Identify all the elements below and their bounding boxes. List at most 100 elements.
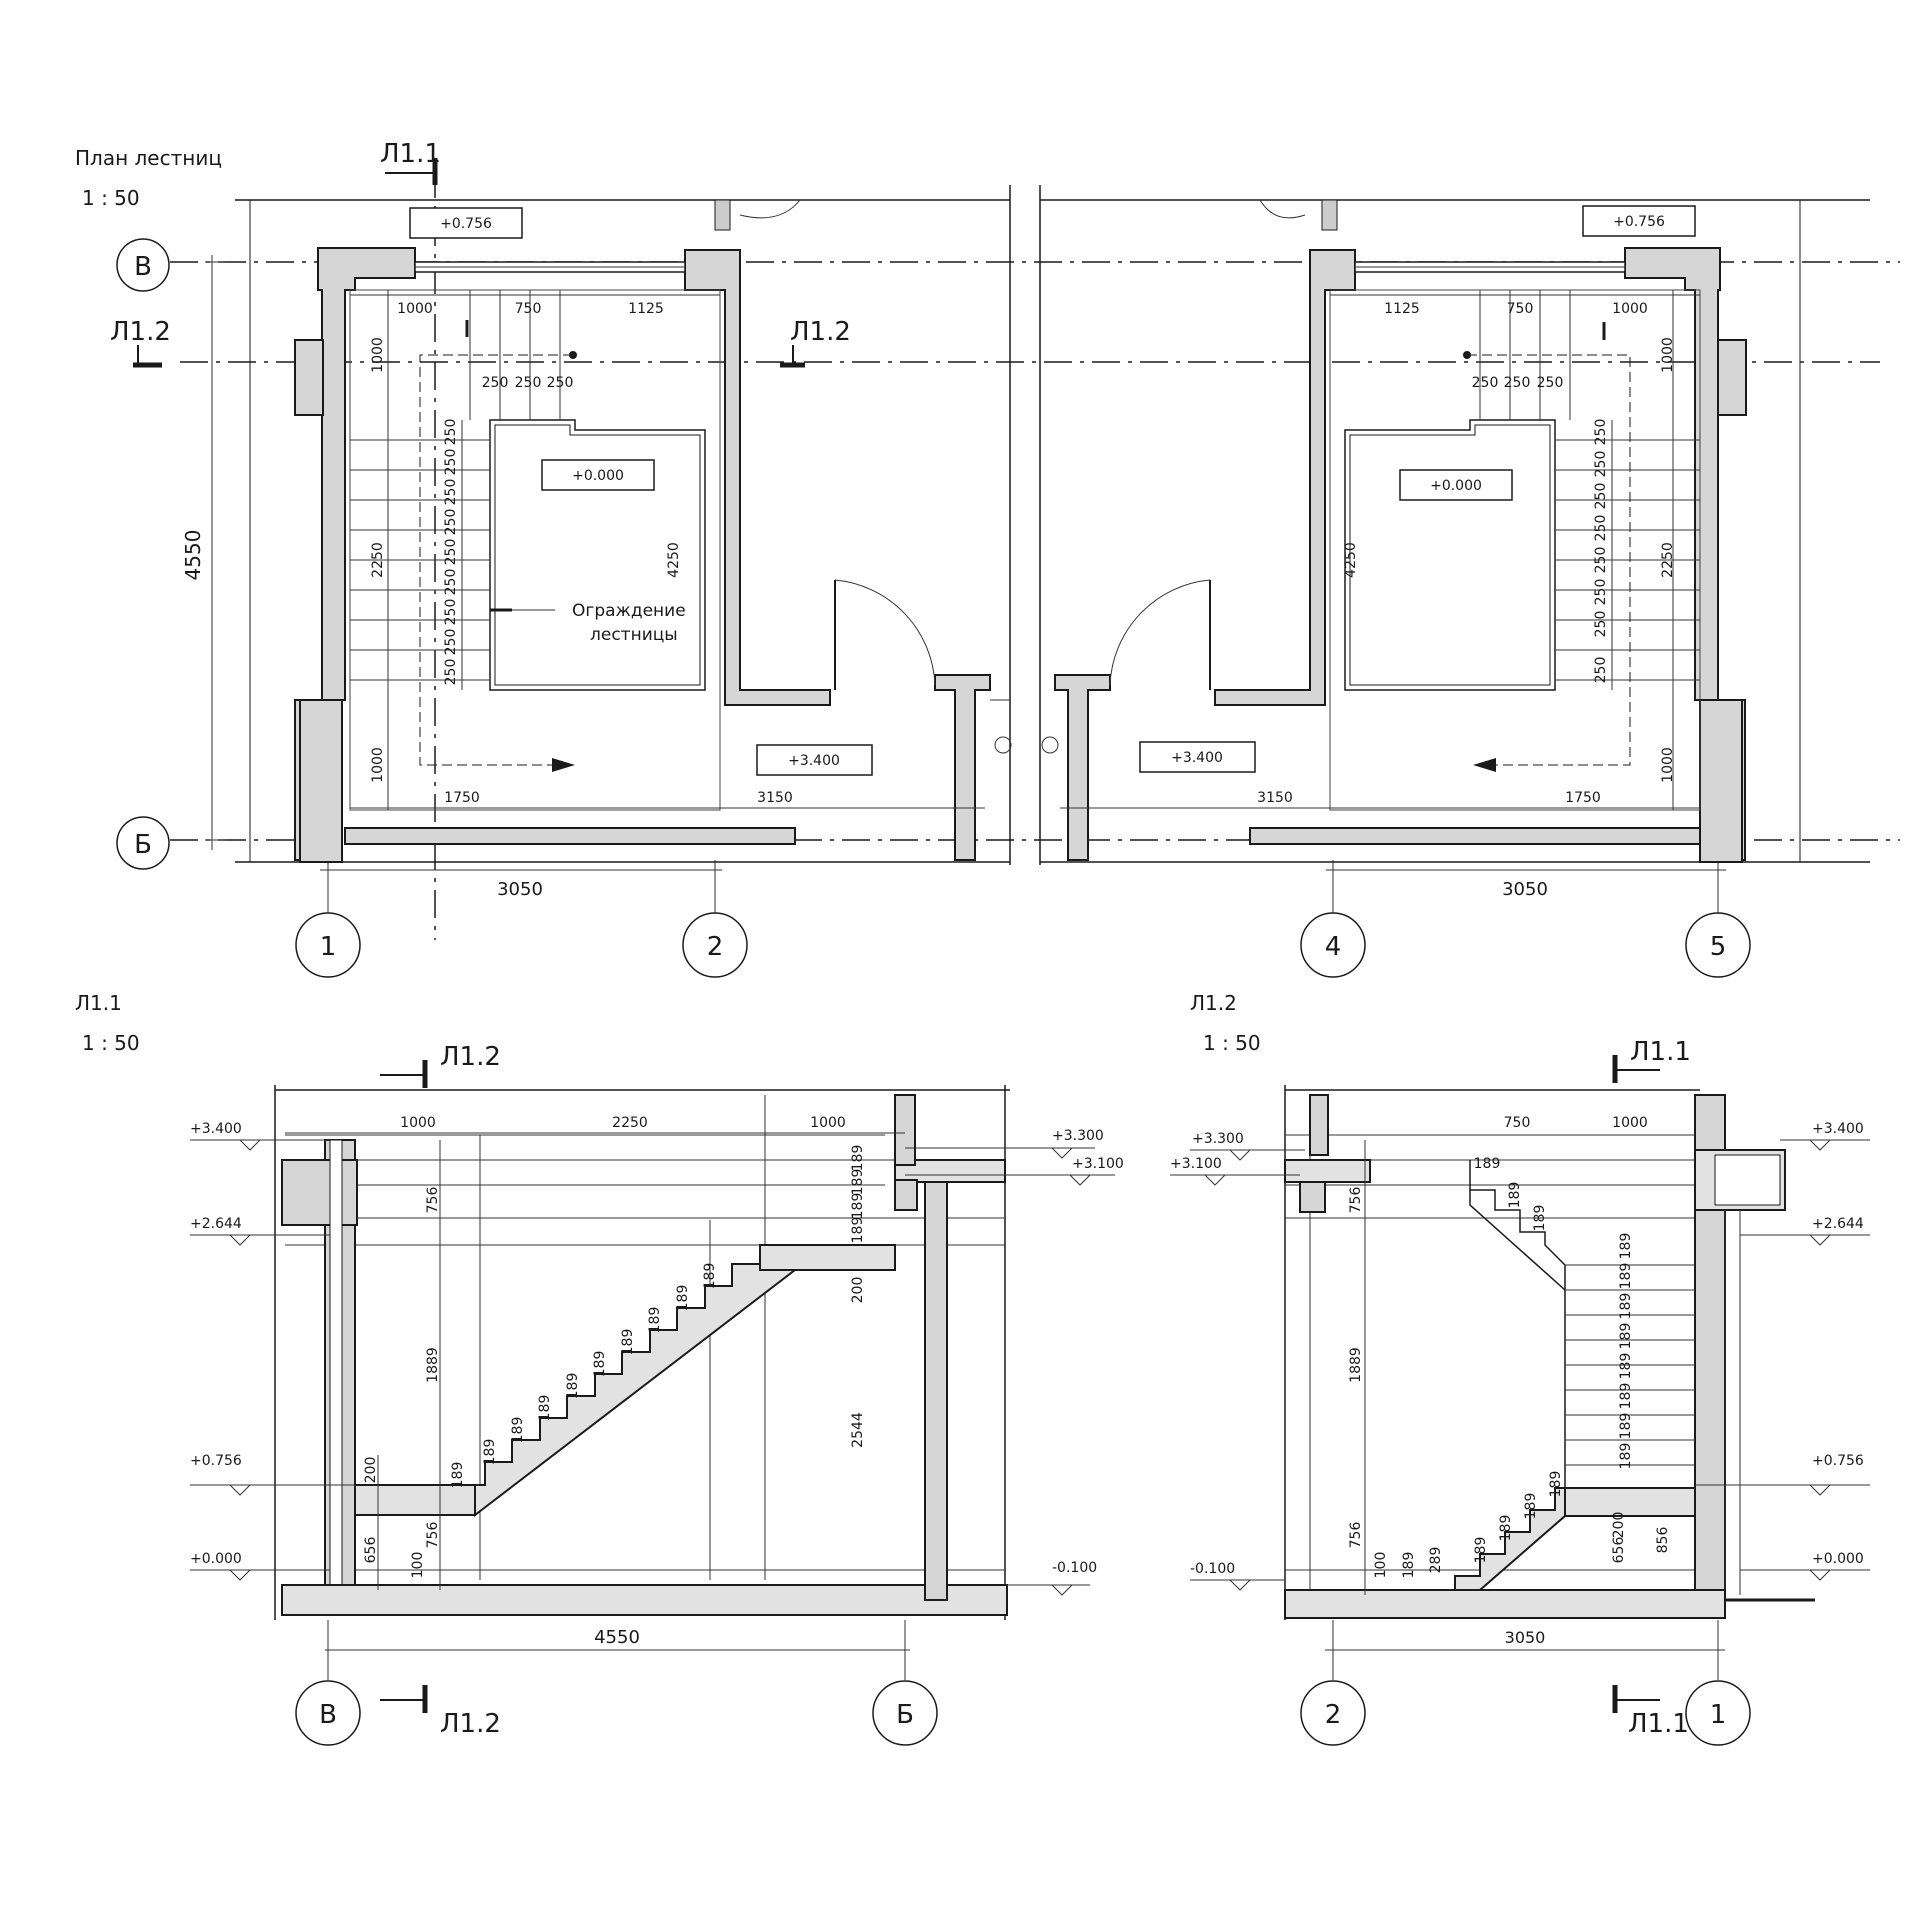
section2-level-3400: +3.400 [1780, 1121, 1870, 1151]
section2-dim-656: 656 [1611, 1537, 1627, 1564]
section1-riser-10: 189 [702, 1263, 718, 1290]
section2-riser-low-1: 189 [1473, 1537, 1489, 1564]
right-side-dim-8: 250 [1593, 657, 1609, 684]
section2-cut-top: Л1.1 [1612, 1037, 1691, 1083]
level-box-0756-left [409, 207, 523, 239]
svg-text:+0.000: +0.000 [190, 1551, 242, 1567]
section2-cut-bottom: Л1.1 [1612, 1685, 1689, 1739]
section2-riser-low-2: 189 [1498, 1515, 1514, 1542]
svg-text:+0.756: +0.756 [1812, 1453, 1864, 1469]
left-dim-2250: 2250 [370, 542, 386, 578]
section2-riser-top-1: 189 [1474, 1156, 1501, 1172]
railing-label-line2: лестницы [590, 625, 678, 645]
left-side-dim-6: 250 [443, 569, 459, 596]
section2-dim-1889: 1889 [1348, 1347, 1364, 1383]
section2-top-dim-2: 1000 [1612, 1115, 1648, 1131]
section2-riser-stack-6: 189 [1618, 1383, 1634, 1410]
section1-dim-4550: 4550 [594, 1627, 640, 1648]
section2-dim-756-bot: 756 [1348, 1522, 1364, 1549]
left-dim-1000-top: 1000 [370, 337, 386, 373]
section2-riser-top-3: 189 [1532, 1205, 1548, 1232]
level-0000-left: +0.000 [572, 468, 624, 484]
section1-riser-3: 189 [510, 1417, 526, 1444]
axis-bubble-v: В [116, 238, 170, 292]
svg-text:+0.756: +0.756 [190, 1453, 242, 1469]
right-dim-1000-bot: 1000 [1660, 747, 1676, 783]
right-top-dim-2: 750 [1507, 301, 1534, 317]
svg-text:4550: 4550 [181, 530, 205, 581]
section2-level-0000: +0.000 [1740, 1551, 1870, 1581]
svg-text:Л1.1: Л1.1 [1628, 1709, 1689, 1739]
section1-top-dim-3: 1000 [810, 1115, 846, 1131]
left-tread-dim-1: 250 [482, 375, 509, 391]
left-tread-dim-3: 250 [547, 375, 574, 391]
level-3400-right: +3.400 [1171, 750, 1223, 766]
section2-dim-200: 200 [1611, 1512, 1627, 1539]
section2-riser-stack-3: 189 [1618, 1293, 1634, 1320]
left-dim-1000-bot: 1000 [370, 747, 386, 783]
left-side-dim-9: 250 [443, 659, 459, 686]
axis-bubble-1: 1 [295, 912, 361, 978]
section2-title: Л1.2 [1190, 991, 1237, 1015]
section1-dim-2544: 2544 [850, 1412, 866, 1448]
svg-text:Б: Б [134, 830, 152, 860]
axis-bubble-2: 2 [682, 912, 748, 978]
svg-text:+3.400: +3.400 [190, 1121, 242, 1137]
section1-axis-bubble-right: Б [872, 1680, 938, 1746]
section-l11: Л1.1 1 : 50 Л1.2 Л1.2 [75, 991, 1124, 1746]
svg-text:3050: 3050 [497, 879, 543, 900]
svg-text:5: 5 [1710, 932, 1727, 962]
section2-axis-bubble-left: 2 [1300, 1680, 1366, 1746]
railing-label-line1: Ограждение [572, 601, 686, 621]
section2-lower-flight [1454, 1487, 1566, 1591]
right-dim-1750: 1750 [1565, 790, 1601, 806]
section2-riser-stack-5: 189 [1618, 1353, 1634, 1380]
section1-dim-1889: 1889 [425, 1347, 441, 1383]
svg-text:+3.300: +3.300 [1192, 1131, 1244, 1147]
level-box-3400-left [756, 744, 873, 776]
svg-text:+3.400: +3.400 [1812, 1121, 1864, 1137]
section2-dim-189: 189 [1401, 1552, 1417, 1579]
section2-dim-3050: 3050 [1505, 1628, 1546, 1647]
right-plan: +0.756 +0.000 +3.400 1125 750 1000 250 2… [1041, 199, 1747, 863]
right-side-dim-1: 250 [1593, 419, 1609, 446]
svg-text:+3.100: +3.100 [1170, 1156, 1222, 1172]
plan-cut-marker-l11: Л1.1 [380, 139, 441, 185]
right-dim-4250: 4250 [1343, 542, 1359, 578]
level-0756-left: +0.756 [440, 216, 492, 232]
right-tread-dim-3: 250 [1537, 375, 1564, 391]
plan-title: План лестниц [75, 146, 222, 170]
section2-scale: 1 : 50 [1203, 1031, 1261, 1055]
section1-level-3300: +3.300 [905, 1128, 1104, 1159]
level-box-3400-right [1139, 741, 1256, 773]
section1-riser-5: 189 [565, 1373, 581, 1400]
level-box-0756-right [1582, 205, 1696, 237]
section2-riser-stack-1: 189 [1618, 1233, 1634, 1260]
left-plan: +0.756 +0.000 +3.400 Ограждение лестницы… [294, 199, 1012, 863]
section1-riser-4: 189 [537, 1395, 553, 1422]
section1-riser-8: 189 [647, 1307, 663, 1334]
section2-level-0756: +0.756 [1695, 1453, 1870, 1496]
section2-dim-289: 289 [1428, 1547, 1444, 1574]
section2-riser-stack-4: 189 [1618, 1323, 1634, 1350]
axis-bubble-5: 5 [1685, 912, 1751, 978]
section1-upper-landing [759, 1244, 896, 1271]
section2-riser-stack-2: 189 [1618, 1263, 1634, 1290]
right-dim-3150: 3150 [1257, 790, 1293, 806]
left-side-dim-8: 250 [443, 629, 459, 656]
section2-level-3100: +3.100 [1170, 1156, 1300, 1186]
section1-riser-2: 189 [482, 1439, 498, 1466]
section1-top-dim-1: 1000 [400, 1115, 436, 1131]
section1-riser-7: 189 [620, 1329, 636, 1356]
section1-riser-9: 189 [675, 1285, 691, 1312]
plan-dim-3050-left: 3050 [320, 869, 722, 900]
left-tread-dim-2: 250 [515, 375, 542, 391]
svg-text:В: В [319, 1700, 337, 1730]
right-side-dim-6: 250 [1593, 579, 1609, 606]
left-top-dim-2: 750 [515, 301, 542, 317]
plan-cut-marker-l12-left: Л1.2 [110, 317, 171, 368]
left-dim-3150: 3150 [757, 790, 793, 806]
svg-text:В: В [134, 252, 152, 282]
section2-floor-slab [1284, 1589, 1726, 1619]
svg-text:+3.300: +3.300 [1052, 1128, 1104, 1144]
